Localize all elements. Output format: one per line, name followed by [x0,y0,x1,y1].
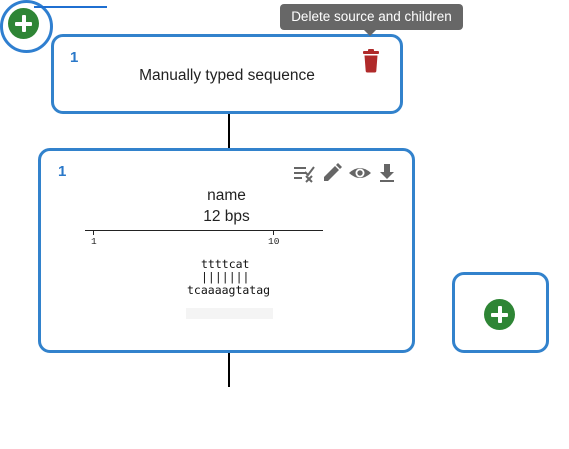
source-title: Manually typed sequence [139,67,315,84]
alignment-bottom-strand: tcaaaagtatag [187,283,271,297]
ruler-tick-label: 1 [91,236,97,247]
source-id: 1 [70,49,79,66]
alignment-scrollbar[interactable] [186,308,273,319]
sequence-id: 1 [58,163,67,180]
sequence-ruler: 1 10 [85,230,323,250]
plus-icon[interactable] [484,299,515,330]
ruler-tick [93,230,94,235]
download-icon[interactable] [378,162,396,184]
ruler-tick [273,230,274,235]
alignment-top-strand: ttttcat [201,257,250,271]
select-region-icon[interactable] [293,162,315,184]
eye-icon[interactable] [348,162,372,184]
sequence-length: 12 bps [203,208,250,225]
source-card: 1 Manually typed sequence [51,34,403,114]
tab-underline [34,6,107,8]
connector-line [228,353,230,387]
plus-icon [8,8,39,39]
sequence-name: name [207,187,246,204]
add-source-button[interactable] [0,0,53,53]
ruler-line [85,230,323,231]
tooltip-arrow [364,30,376,36]
delete-tooltip: Delete source and children [280,4,463,30]
connector-line [228,114,230,148]
trash-icon[interactable] [361,49,381,73]
edit-pencil-icon[interactable] [322,162,342,184]
alignment-match-bars: ||||||| [201,270,250,284]
ruler-tick-label: 10 [268,236,280,247]
new-source-card [452,272,549,353]
sequence-card: 1 name 12 bps 1 10 [38,148,415,353]
